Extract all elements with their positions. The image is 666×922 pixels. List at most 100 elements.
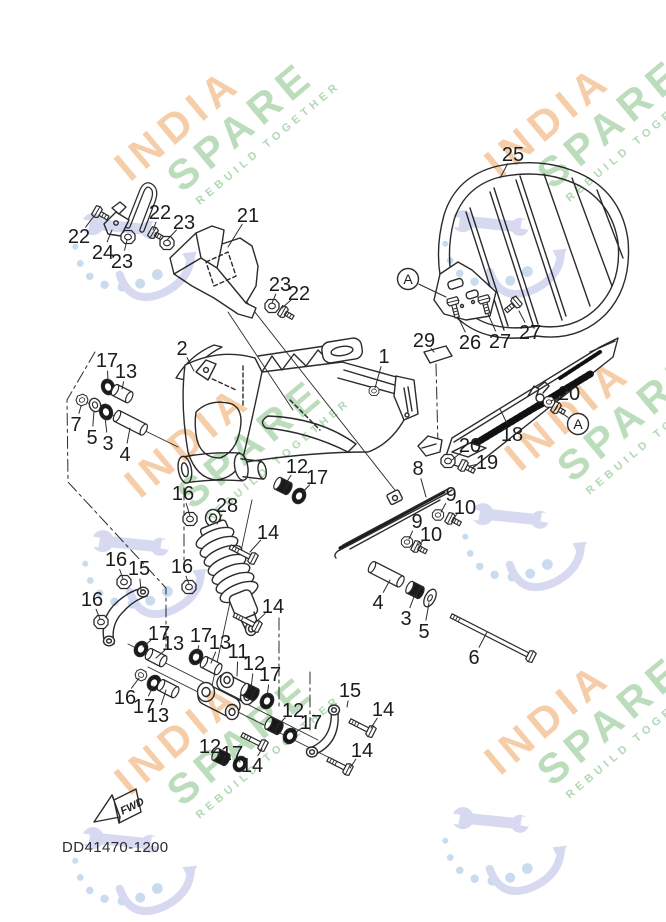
part-callout: 13 <box>115 361 137 390</box>
hook-arrow-icon <box>485 846 565 895</box>
tube-part <box>110 383 134 404</box>
part-number-label: 16 <box>172 483 194 505</box>
part-number-label: 27 <box>489 331 511 353</box>
nut-part <box>134 668 148 682</box>
part-callout: 16 <box>81 589 103 620</box>
part-callout: 13 <box>155 633 184 659</box>
part-number-label: 3 <box>102 433 113 455</box>
part-callout: 24 <box>92 229 114 264</box>
part-number-label: 29 <box>413 330 435 352</box>
part-number-label: 14 <box>351 740 373 762</box>
part-callout: 10 <box>452 497 476 519</box>
bolt-part <box>444 511 462 527</box>
part-callout: A <box>396 267 447 298</box>
part-callout: 10 <box>417 524 442 546</box>
part-callout: 5 <box>418 602 430 643</box>
part-number-label: 20 <box>558 383 580 405</box>
guard-21-drawing <box>169 225 259 319</box>
part-number-label: 16 <box>105 549 127 571</box>
part-callout: 12 <box>199 736 221 758</box>
part-number-label: 12 <box>286 456 308 478</box>
part-number-label: 14 <box>372 699 394 721</box>
watermark-line1: INDIA <box>475 652 620 784</box>
part-callout: 17 <box>221 743 243 765</box>
part-callout: 16 <box>171 556 193 585</box>
watermark-dot <box>117 282 127 292</box>
watermark-dot <box>161 586 173 597</box>
part-number-label: 4 <box>119 444 130 466</box>
part-number-label: 26 <box>459 332 481 354</box>
part-callout: 17 <box>96 350 118 382</box>
nut-part <box>264 298 280 314</box>
part-number-label: 15 <box>339 680 361 702</box>
bolt-part <box>477 294 491 315</box>
nut-part <box>440 453 456 469</box>
bush-part <box>211 747 231 767</box>
watermark-dot <box>490 570 499 579</box>
watermark-dot <box>521 863 533 874</box>
part-number-label: 19 <box>476 452 498 474</box>
bolt-part <box>449 613 537 664</box>
chain-case-18-drawing <box>443 337 619 471</box>
part-number-label: 23 <box>173 212 195 234</box>
part-number-label: 28 <box>216 495 238 517</box>
watermark-line2: SPARE <box>528 645 666 795</box>
watermark-dot <box>475 562 484 571</box>
watermark-dot <box>76 260 84 267</box>
watermark-dot <box>110 597 119 606</box>
part-number-label: 17 <box>259 664 281 686</box>
part-callout: 14 <box>370 699 394 729</box>
part-callout: 14 <box>241 748 263 777</box>
fasteners-and-bushings <box>75 205 566 777</box>
watermark-dot <box>85 272 94 281</box>
watermark-dot <box>462 533 469 540</box>
watermark-dot <box>86 577 94 584</box>
part-callout: 29 <box>413 330 435 353</box>
part-number-label: 8 <box>412 458 423 480</box>
part-number-label: 13 <box>209 632 231 654</box>
part-callout: 22 <box>68 215 95 248</box>
watermark-dot <box>151 883 163 894</box>
part-callout: 16 <box>172 483 194 517</box>
part-number-label: 17 <box>221 743 243 765</box>
watermark-tagline: REBUILD TOGETHER <box>584 369 666 497</box>
part-number-label: 13 <box>147 705 169 727</box>
tube-part <box>156 678 180 699</box>
part-number-label: 21 <box>237 205 259 227</box>
watermark-dot <box>76 874 84 881</box>
nut-part <box>120 229 136 245</box>
bolt-part <box>228 544 259 566</box>
part-callout: 9 <box>408 511 423 540</box>
bush-part <box>240 682 260 702</box>
part-callout: 15 <box>339 680 361 708</box>
nut-part <box>159 235 175 251</box>
part-number-label: 7 <box>70 414 81 436</box>
watermark-dot <box>442 837 449 844</box>
part-number-label: 17 <box>133 696 155 718</box>
part-number-label: 4 <box>372 592 383 614</box>
watermark-dot <box>505 872 516 883</box>
bracket-15-right-drawing <box>305 704 341 758</box>
part-callout: 28 <box>216 495 238 525</box>
part-callout: 2 <box>176 338 195 372</box>
part-callout: 27 <box>518 310 541 344</box>
part-number-label: 22 <box>68 226 90 248</box>
shock-absorber-28-drawing <box>195 508 259 637</box>
bolt-part <box>549 401 566 416</box>
bush-part <box>273 476 293 496</box>
part-number-label: 17 <box>300 712 322 734</box>
part-callout: 23 <box>111 239 133 273</box>
part-callout: 23 <box>269 274 291 304</box>
part-callout: 17 <box>259 664 281 698</box>
axis-line <box>246 301 399 495</box>
hook-arrow-icon <box>505 542 585 591</box>
part-number-label: 15 <box>128 558 150 580</box>
part-number-label: 20 <box>459 435 481 457</box>
bracket-15-left-drawing <box>102 586 150 647</box>
part-number-label: 22 <box>288 283 310 305</box>
part-callout: 19 <box>469 452 498 474</box>
oring-part <box>88 397 102 413</box>
